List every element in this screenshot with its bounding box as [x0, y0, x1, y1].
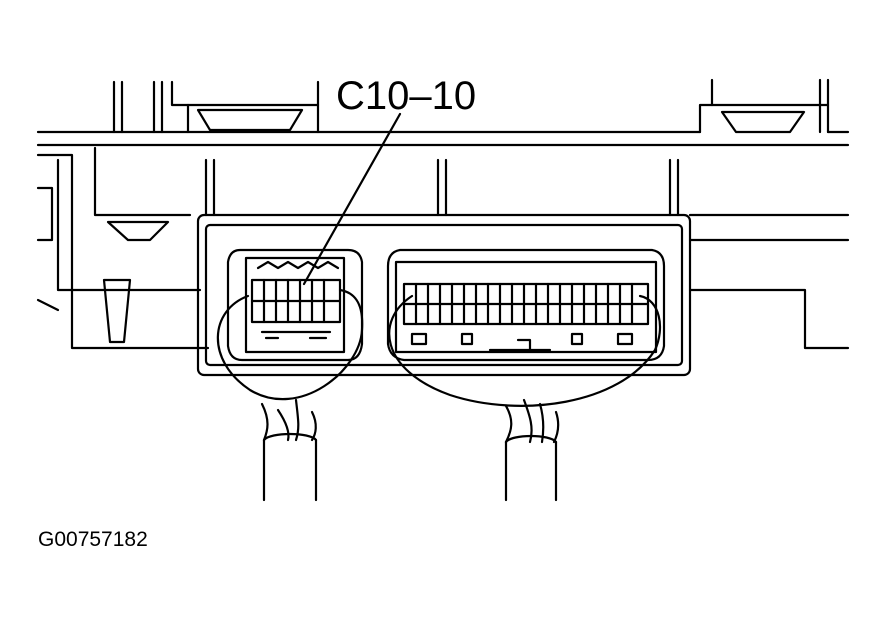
mid-plate — [93, 146, 192, 217]
wire-bundle-left — [260, 398, 318, 502]
latch-tab-left — [170, 80, 320, 134]
left-bracket — [36, 186, 54, 242]
wire-loop-left — [216, 288, 364, 401]
wire-loop-right — [388, 294, 662, 407]
left-wall — [56, 158, 202, 292]
hook-clip — [106, 220, 170, 242]
large-connector — [386, 248, 666, 362]
callout-leader — [302, 112, 402, 286]
post-4 — [436, 158, 448, 217]
housing-frame — [36, 78, 850, 350]
post-5 — [668, 158, 680, 217]
rail-return-left — [36, 153, 210, 350]
left-lower-edge — [36, 298, 60, 312]
right-plate — [688, 213, 850, 350]
small-connector — [226, 248, 364, 362]
wire-bundle-right — [504, 398, 560, 502]
latch-tab-right — [698, 78, 830, 134]
post-2 — [152, 80, 164, 134]
post-1 — [112, 80, 124, 134]
socket-frame — [196, 213, 692, 377]
post-3 — [204, 158, 216, 217]
side-pin — [102, 278, 132, 344]
figure-id: G00757182 — [38, 528, 148, 551]
connector-callout-label: C10–10 — [336, 74, 477, 118]
